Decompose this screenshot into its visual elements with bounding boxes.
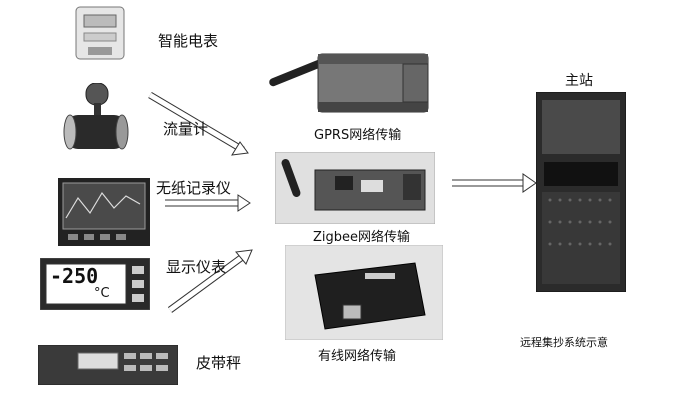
device-label-display-meter: 显示仪表 [166, 258, 227, 276]
device-label-belt-scale: 皮带秤 [196, 354, 242, 372]
device-label-flow-meter: 流量计 [163, 120, 209, 138]
flow-meter-icon [62, 82, 130, 155]
wired-module-icon [284, 244, 444, 341]
device-label-smart-meter: 智能电表 [158, 32, 219, 50]
server-label: 主站 [565, 73, 593, 89]
display-meter-icon: -250 °C [39, 257, 151, 311]
network-label-zigbee: Zigbee网络传输 [313, 230, 411, 245]
server-tower-icon [535, 91, 627, 293]
diagram-caption: 远程集抄系统示意 [520, 336, 608, 349]
gprs-modem-icon [258, 40, 438, 118]
arrow-display-to-network [167, 249, 253, 313]
smart-meter-icon [70, 5, 132, 63]
network-label-gprs: GPRS网络传输 [314, 128, 402, 143]
display-readout: -250 [50, 264, 99, 288]
device-label-paperless-recorder: 无纸记录仪 [156, 179, 232, 197]
belt-scale-icon [37, 344, 179, 386]
arrow-flowmeter-to-network [148, 91, 249, 156]
network-label-wired: 有线网络传输 [318, 349, 397, 364]
display-unit: °C [94, 286, 110, 301]
arrow-network-to-server [452, 173, 537, 193]
zigbee-board-icon [274, 151, 436, 225]
paperless-recorder-icon [58, 178, 150, 246]
arrow-recorder-to-network [165, 194, 251, 212]
